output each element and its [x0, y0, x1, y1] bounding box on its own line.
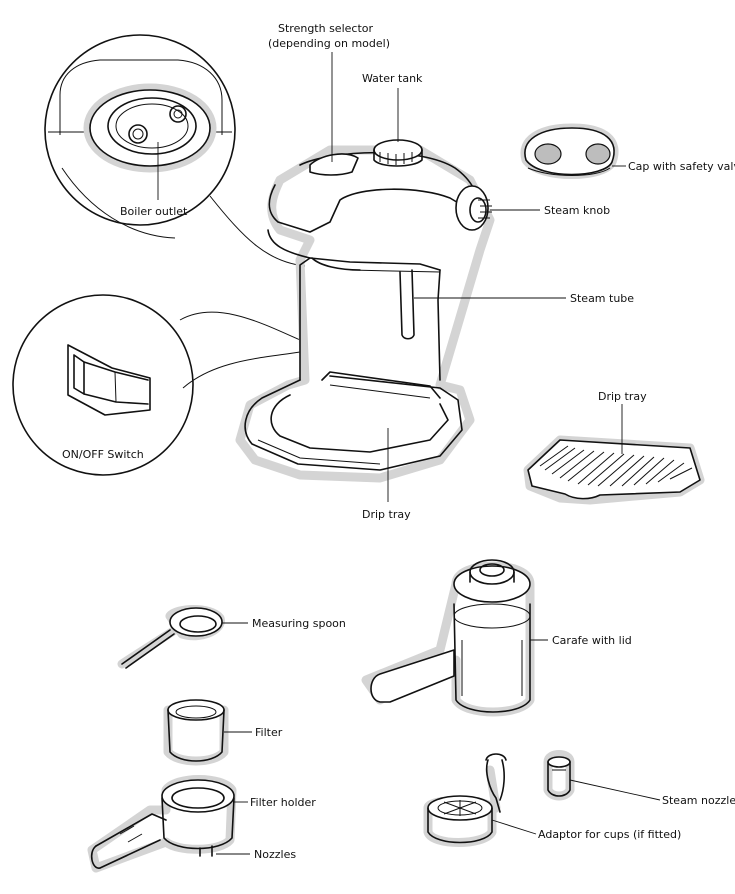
boiler-outlet-label: Boiler outlet [120, 205, 188, 218]
nozzles-label: Nozzles [254, 848, 296, 861]
on-off-switch-callout: ON/OFF Switch [12, 294, 301, 476]
filter-holder-label: Filter holder [250, 796, 316, 809]
adaptor-for-cups-label: Adaptor for cups (if fitted) [538, 828, 681, 841]
drip-tray-detached-label: Drip tray [598, 390, 647, 403]
steam-nozzle-label: Steam nozzle [662, 794, 735, 807]
filter-holder: Filter holder Nozzles [87, 775, 316, 873]
boiler-outlet-callout: Boiler outlet [44, 34, 306, 267]
steam-tube-label: Steam tube [570, 292, 634, 305]
drip-tray-detached: Drip tray [523, 390, 705, 505]
strength-selector-annotation: Strength selector (depending on model) [268, 22, 390, 162]
on-off-switch-label: ON/OFF Switch [62, 448, 144, 461]
water-tank-label: Water tank [362, 72, 423, 85]
measuring-spoon-label: Measuring spoon [252, 617, 346, 630]
drip-tray-main-annotation: Drip tray [362, 428, 411, 521]
strength-selector-label: Strength selector [278, 22, 373, 35]
steam-knob-annotation: Steam knob [490, 204, 610, 217]
steam-knob-label: Steam knob [544, 204, 610, 217]
espresso-machine-body [235, 139, 495, 483]
filter: Filter [163, 699, 283, 766]
steam-tube-annotation: Steam tube [414, 292, 634, 305]
adaptor-for-cups: Adaptor for cups (if fitted) [423, 753, 681, 847]
carafe-with-lid-label: Carafe with lid [552, 634, 632, 647]
steam-nozzle: Steam nozzle [543, 750, 735, 807]
strength-selector-sublabel: (depending on model) [268, 37, 390, 50]
cap-with-safety-valve-label: Cap with safety valve [628, 160, 735, 173]
cap-with-safety-valve: Cap with safety valve [520, 123, 735, 179]
drip-tray-main-label: Drip tray [362, 508, 411, 521]
measuring-spoon: Measuring spoon [117, 605, 346, 669]
carafe-with-lid: Carafe with lid [361, 559, 632, 717]
filter-label: Filter [255, 726, 283, 739]
water-tank-annotation: Water tank [362, 72, 423, 142]
